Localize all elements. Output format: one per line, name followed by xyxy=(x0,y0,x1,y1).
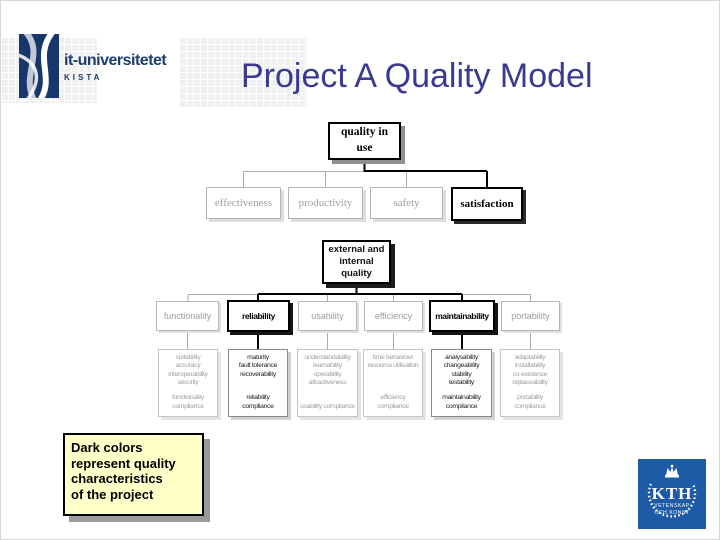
subcharacteristic: resource utilisation xyxy=(367,362,419,370)
note-line: characteristics xyxy=(71,471,163,487)
subcharacteristic: fault tolerance xyxy=(238,362,278,370)
box-label: internal xyxy=(339,256,374,268)
box-label: satisfaction xyxy=(460,198,514,210)
subcharacteristic: understandability xyxy=(304,354,351,361)
maintainability-subcharacteristics-box: analysability changeability stability te… xyxy=(431,349,492,417)
safety-box: safety xyxy=(370,187,443,219)
maintainability-box: maintainability xyxy=(429,300,495,332)
compliance-label: portability compliance xyxy=(514,394,546,410)
note-line: of the project xyxy=(71,486,154,502)
efficiency-subcharacteristics-box: time behaviour resource utilisation effi… xyxy=(363,349,423,417)
logo-name: it-universitetet xyxy=(64,52,167,69)
legend-note: Dark colors represent quality characteri… xyxy=(63,433,204,516)
box-label: quality in xyxy=(341,126,388,139)
svg-text:KTH: KTH xyxy=(652,484,693,503)
subcharacteristic: interoperability xyxy=(168,370,208,378)
efficiency-box: efficiency xyxy=(364,301,423,331)
usability-subcharacteristics-box: understandability learnability operabili… xyxy=(297,349,358,417)
kth-seal-icon: KTH VETENSKAP OCH KONST xyxy=(638,459,706,529)
productivity-box: productivity xyxy=(288,187,363,219)
effectiveness-box: effectiveness xyxy=(206,187,281,219)
compliance-label: maintainability compliance xyxy=(442,394,481,410)
compliance-label: usability compliance xyxy=(300,402,355,410)
subcharacteristic: security xyxy=(177,379,199,387)
subcharacteristic: operability xyxy=(313,370,342,378)
it-universitetet-logo-text: it-universitetet KISTA xyxy=(64,52,167,82)
box-label: use xyxy=(356,142,373,154)
grid-watermark xyxy=(179,37,307,107)
svg-text:VETENSKAP: VETENSKAP xyxy=(654,503,689,509)
box-label: quality xyxy=(341,267,372,279)
compliance-label: reliability compliance xyxy=(242,394,274,410)
box-label: safety xyxy=(393,197,420,209)
reliability-subcharacteristics-box: maturity fault tolerance recoverability … xyxy=(228,349,288,417)
box-label: external and xyxy=(328,244,385,256)
subcharacteristic: installability xyxy=(514,362,546,370)
subcharacteristic: recoverability xyxy=(240,370,276,378)
subcharacteristic: suitability xyxy=(175,354,201,361)
satisfaction-box: satisfaction xyxy=(451,187,523,221)
kth-logo: KTH VETENSKAP OCH KONST xyxy=(638,459,706,529)
subcharacteristic: maturity xyxy=(247,354,269,361)
compliance-label: efficiency compliance xyxy=(377,394,409,410)
box-label: maintainability xyxy=(435,311,489,321)
box-label: functionality xyxy=(163,311,212,321)
reliability-box: reliability xyxy=(227,300,290,332)
subcharacteristic: analysability xyxy=(444,354,479,361)
external-internal-quality-box: external and internal quality xyxy=(322,240,391,284)
subcharacteristic: time behaviour xyxy=(372,354,414,361)
it-universitetet-logo-mark-icon xyxy=(14,27,59,104)
note-line: Dark colors xyxy=(71,440,143,455)
box-label: usability xyxy=(311,311,344,321)
subcharacteristic: co-existence xyxy=(512,370,548,378)
box-label: reliability xyxy=(242,311,275,321)
note-line: represent quality xyxy=(71,455,176,471)
box-label: productivity xyxy=(298,197,353,209)
portability-subcharacteristics-box: adaptability installability co-existence… xyxy=(500,349,560,417)
svg-text:OCH KONST: OCH KONST xyxy=(654,510,689,516)
subcharacteristic: adaptability xyxy=(514,354,546,361)
subcharacteristic: changeability xyxy=(443,362,480,370)
box-label: portability xyxy=(511,311,550,321)
subcharacteristic: stability xyxy=(451,370,472,378)
logo-subtitle: KISTA xyxy=(64,73,103,82)
it-universitetet-logo xyxy=(14,27,59,104)
page-title: Project A Quality Model xyxy=(241,57,593,95)
compliance-label: functionality compliance xyxy=(172,394,204,410)
subcharacteristic: accuracy xyxy=(175,362,201,370)
subcharacteristic: testability xyxy=(448,379,475,387)
subcharacteristic: replaceability xyxy=(512,379,548,387)
functionality-subcharacteristics-box: suitability accuracy interoperability se… xyxy=(158,349,218,417)
quality-in-use-box: quality in use xyxy=(328,122,401,160)
functionality-box: functionality xyxy=(156,301,219,331)
subcharacteristic: attractiveness xyxy=(308,379,347,387)
usability-box: usability xyxy=(298,301,357,331)
portability-box: portability xyxy=(501,301,560,331)
box-label: efficiency xyxy=(374,311,413,321)
subcharacteristic: learnability xyxy=(313,362,342,370)
box-label: effectiveness xyxy=(214,197,273,209)
